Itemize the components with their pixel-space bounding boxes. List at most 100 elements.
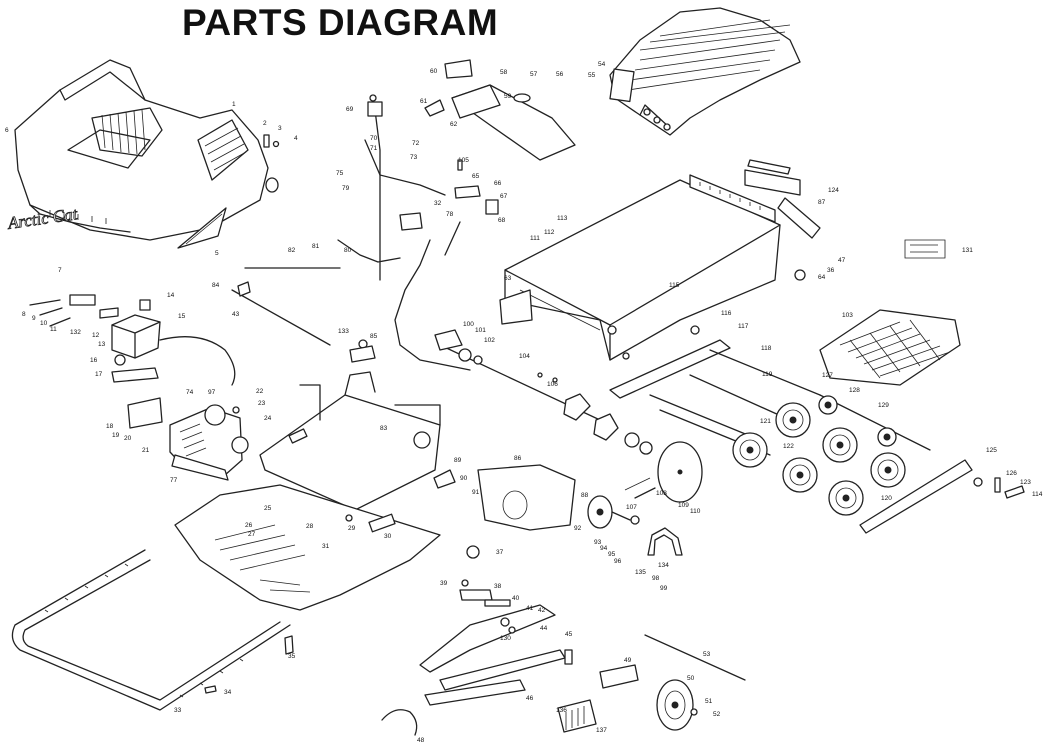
label-part-48: 48 <box>417 737 425 744</box>
tunnel-frame[interactable] <box>499 174 781 361</box>
label-part-46: 46 <box>526 695 534 702</box>
label-part-20: 20 <box>124 435 132 442</box>
label-part-18: 18 <box>106 423 114 430</box>
idler-wheel[interactable] <box>828 480 864 516</box>
label-part-1: 1 <box>232 101 236 108</box>
label-part-44: 44 <box>540 625 548 632</box>
label-part-120: 120 <box>881 495 892 502</box>
label-part-107: 107 <box>626 504 637 511</box>
label-part-31: 31 <box>322 543 330 550</box>
label-part-109: 109 <box>678 502 689 509</box>
label-part-60: 60 <box>430 68 438 75</box>
sprocket[interactable] <box>818 395 838 415</box>
hood[interactable] <box>14 59 269 241</box>
idler-wheel[interactable] <box>732 432 768 468</box>
label-part-106: 106 <box>547 381 558 388</box>
engine-mount[interactable] <box>259 371 441 511</box>
tie-rods[interactable] <box>231 267 341 346</box>
label-part-81: 81 <box>312 243 320 250</box>
drive-shaft[interactable] <box>434 329 619 441</box>
label-part-132: 132 <box>70 329 81 336</box>
label-part-78: 78 <box>446 211 454 218</box>
label-part-38: 38 <box>494 583 502 590</box>
label-part-28: 28 <box>306 523 314 530</box>
label-part-21: 21 <box>142 447 150 454</box>
label-part-70: 70 <box>370 135 378 142</box>
seat[interactable] <box>609 7 801 136</box>
label-part-123: 123 <box>1020 479 1031 486</box>
bogie-assembly[interactable] <box>557 634 746 733</box>
label-part-27: 27 <box>248 531 256 538</box>
label-part-92: 92 <box>574 525 582 532</box>
label-part-41: 41 <box>526 605 534 612</box>
label-part-110: 110 <box>690 508 701 515</box>
label-part-77: 77 <box>170 477 178 484</box>
label-part-97: 97 <box>208 389 216 396</box>
chain-case[interactable] <box>624 432 703 503</box>
small-parts-top <box>424 59 499 215</box>
rear-bracket[interactable] <box>744 159 821 281</box>
label-part-88: 88 <box>581 492 589 499</box>
label-part-57: 57 <box>530 71 538 78</box>
sprocket[interactable] <box>877 427 897 447</box>
ski-assembly[interactable] <box>381 545 566 736</box>
fuel-tank[interactable] <box>111 299 236 386</box>
label-part-108: 108 <box>656 490 667 497</box>
label-part-63: 63 <box>504 275 512 282</box>
label-part-116: 116 <box>721 310 732 317</box>
label-part-5: 5 <box>215 250 219 257</box>
label-part-91: 91 <box>472 489 480 496</box>
label-part-73: 73 <box>410 154 418 161</box>
idler-wheel[interactable] <box>870 452 906 488</box>
label-part-64: 64 <box>818 274 826 281</box>
idler-wheel[interactable] <box>775 402 811 438</box>
label-part-85: 85 <box>370 333 378 340</box>
brake[interactable] <box>647 527 683 556</box>
small-parts-right <box>973 477 1025 499</box>
label-part-6: 6 <box>5 127 9 134</box>
belt-guard[interactable] <box>477 464 576 531</box>
steering-assembly[interactable] <box>337 94 481 371</box>
label-part-4: 4 <box>294 135 298 142</box>
label-part-86: 86 <box>514 455 522 462</box>
label-part-119: 119 <box>762 371 773 378</box>
tank-bracket[interactable] <box>451 84 576 161</box>
label-part-69: 69 <box>346 106 354 113</box>
label-part-127: 127 <box>822 372 833 379</box>
label-part-124: 124 <box>828 187 839 194</box>
emblem-badge[interactable] <box>177 207 227 249</box>
part-labels: 1 2 3 4 5 6 7 8 9 10 11 12 13 14 15 16 1… <box>5 61 1043 744</box>
idler-wheel[interactable] <box>822 427 858 463</box>
label-part-104: 104 <box>519 353 530 360</box>
ski-hardware <box>500 617 573 665</box>
label-part-2: 2 <box>263 120 267 127</box>
label-part-34: 34 <box>224 689 232 696</box>
belly-pan[interactable] <box>174 484 441 611</box>
label-part-61: 61 <box>420 98 428 105</box>
label-part-13: 13 <box>98 341 106 348</box>
label-part-56: 56 <box>556 71 564 78</box>
idler-wheel[interactable] <box>782 457 818 493</box>
track[interactable] <box>819 309 961 386</box>
label-part-74: 74 <box>186 389 194 396</box>
label-part-67: 67 <box>500 193 508 200</box>
engine[interactable] <box>127 397 249 481</box>
label-part-49: 49 <box>624 657 632 664</box>
label-part-10: 10 <box>40 320 48 327</box>
label-part-30: 30 <box>384 533 392 540</box>
label-part-133: 133 <box>338 328 349 335</box>
label-part-98: 98 <box>652 575 660 582</box>
label-part-84: 84 <box>212 282 220 289</box>
label-part-36: 36 <box>827 267 835 274</box>
label-part-42: 42 <box>538 607 546 614</box>
label-part-79: 79 <box>342 185 350 192</box>
label-part-113: 113 <box>557 215 568 222</box>
label-part-117: 117 <box>738 323 749 330</box>
front-bumper[interactable] <box>11 549 294 711</box>
label-part-102: 102 <box>484 337 495 344</box>
label-part-17: 17 <box>95 371 103 378</box>
label-part-62: 62 <box>450 121 458 128</box>
driven-clutch[interactable] <box>587 495 640 529</box>
label-part-89: 89 <box>454 457 462 464</box>
idler-wheels[interactable] <box>732 395 906 516</box>
